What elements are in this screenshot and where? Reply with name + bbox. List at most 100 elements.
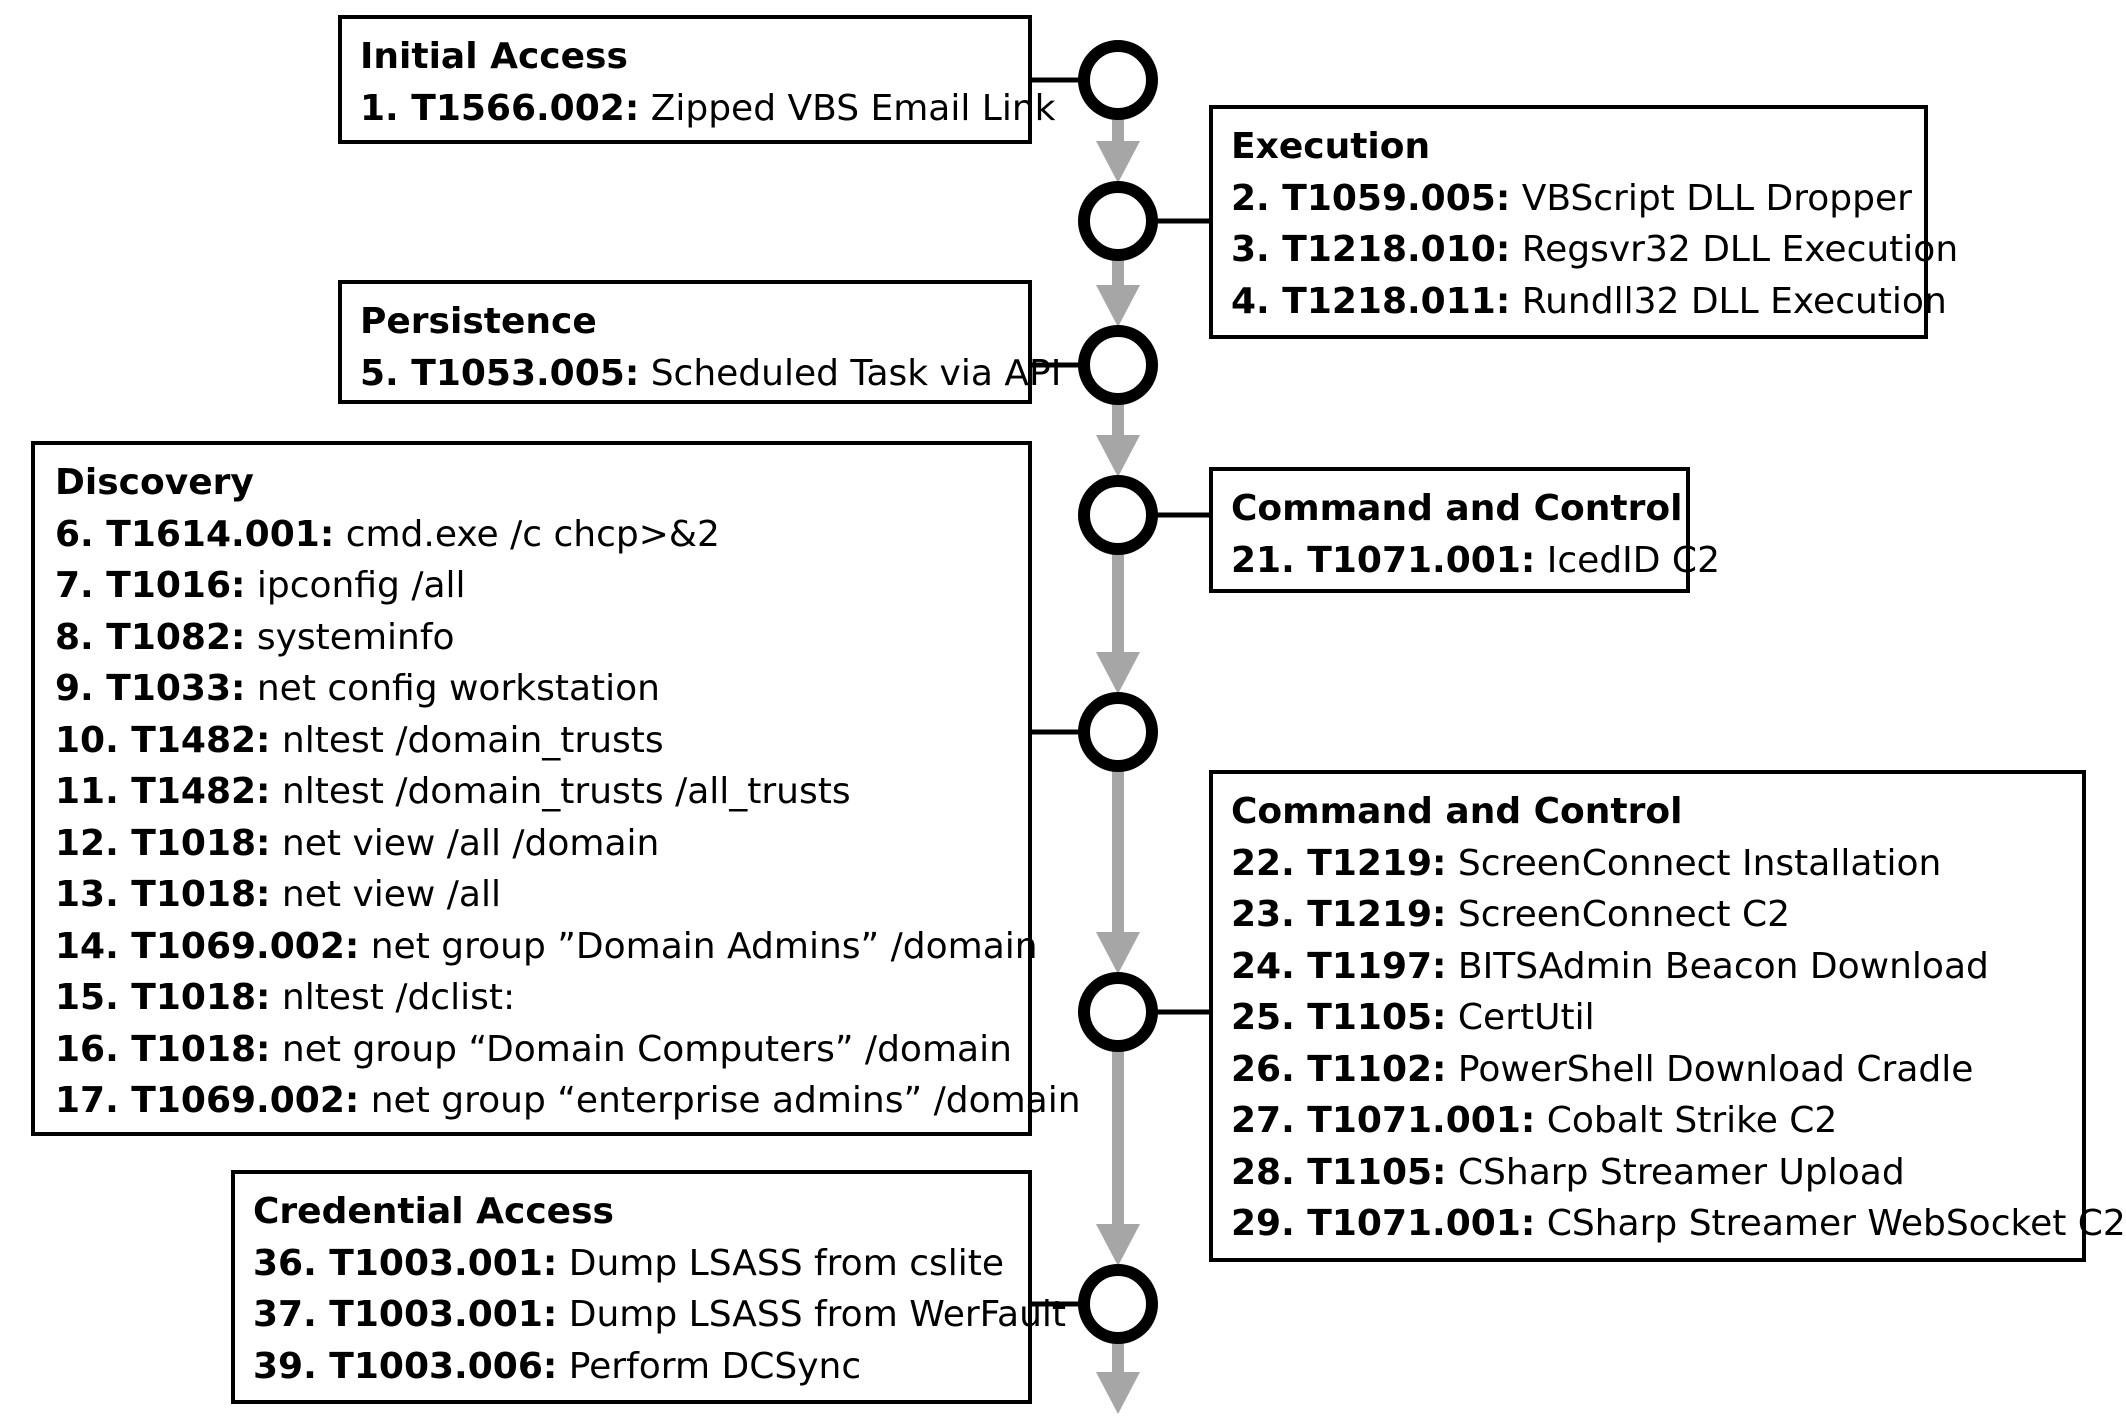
timeline-arrowhead <box>1096 435 1140 477</box>
technique-item: 28. T1105: CSharp Streamer Upload <box>1231 1147 2064 1199</box>
technique-id: 4. T1218.011: <box>1231 280 1511 322</box>
timeline-axis <box>1096 118 1140 1414</box>
technique-id: 16. T1018: <box>55 1028 271 1070</box>
technique-id: 10. T1482: <box>55 719 271 761</box>
technique-id: 5. T1053.005: <box>360 352 640 394</box>
technique-desc: IcedID C2 <box>1546 539 1720 581</box>
technique-item: 24. T1197: BITSAdmin Beacon Download <box>1231 941 2064 993</box>
technique-desc: net group ”Domain Admins” /domain <box>370 925 1038 967</box>
technique-desc: Dump LSASS from cslite <box>568 1242 1005 1284</box>
technique-item: 5. T1053.005: Scheduled Task via API <box>360 348 1061 400</box>
tactic-title: Discovery <box>55 462 254 503</box>
technique-id: 37. T1003.001: <box>253 1294 558 1335</box>
technique-id: 28. T1105: <box>1231 1151 1447 1193</box>
technique-item: 1. T1566.002: Zipped VBS Email Link <box>360 83 1056 135</box>
technique-item: 22. T1219: ScreenConnect Installation <box>1231 838 2064 890</box>
tactic-title: Initial Access <box>360 36 628 77</box>
tactic-title: Credential Access <box>253 1191 614 1232</box>
technique-id: 9. T1033: <box>55 668 246 709</box>
technique-id: 14. T1069.002: <box>55 925 360 967</box>
technique-desc: PowerShell Download Cradle <box>1457 1048 1974 1090</box>
technique-item: 8. T1082: systeminfo <box>55 612 1010 664</box>
technique-item: 36. T1003.001: Dump LSASS from cslite <box>253 1238 1010 1290</box>
technique-item: 29. T1071.001: CSharp Streamer WebSocket… <box>1231 1198 2126 1250</box>
timeline-nodes <box>1078 40 1158 1344</box>
technique-id: 15. T1018: <box>55 977 271 1018</box>
technique-item: 17. T1069.002: net group “enterprise adm… <box>55 1075 1081 1127</box>
technique-desc: Rundll32 DLL Execution <box>1521 280 1947 322</box>
timeline-arrowhead <box>1096 932 1140 974</box>
technique-item: 23. T1219: ScreenConnect C2 <box>1231 889 2064 941</box>
technique-desc: Zipped VBS Email Link <box>650 87 1056 129</box>
technique-item: 3. T1218.010: Regsvr32 DLL Execution <box>1231 224 1958 276</box>
technique-item: 39. T1003.006: Perform DCSync <box>253 1341 1010 1393</box>
technique-desc: CSharp Streamer WebSocket C2 <box>1546 1203 2126 1244</box>
technique-item: 37. T1003.001: Dump LSASS from WerFault <box>253 1289 1066 1341</box>
technique-id: 17. T1069.002: <box>55 1080 360 1121</box>
tactic-box-initial-access: Initial Access 1. T1566.002: Zipped VBS … <box>338 15 1056 144</box>
technique-id: 39. T1003.006: <box>253 1345 558 1387</box>
technique-desc: net group “enterprise admins” /domain <box>370 1080 1081 1121</box>
technique-desc: nltest /dclist: <box>281 977 516 1018</box>
technique-id: 22. T1219: <box>1231 842 1447 884</box>
technique-item: 13. T1018: net view /all <box>55 869 1010 921</box>
technique-desc: Regsvr32 DLL Execution <box>1521 229 1959 270</box>
technique-item: 9. T1033: net config workstation <box>55 663 1010 715</box>
technique-item: 12. T1018: net view /all /domain <box>55 818 1010 870</box>
tactic-box-command-and-control-1: Command and Control 21. T1071.001: IcedI… <box>1209 467 1720 593</box>
technique-desc: net config workstation <box>256 668 660 709</box>
technique-desc: nltest /domain_trusts /all_trusts <box>281 771 851 812</box>
technique-id: 2. T1059.005: <box>1231 177 1511 219</box>
tactic-title: Command and Control <box>1231 488 1683 529</box>
technique-id: 1. T1566.002: <box>360 87 640 129</box>
technique-id: 11. T1482: <box>55 771 271 812</box>
technique-item: 7. T1016: ipconfig /all <box>55 560 1010 612</box>
technique-item: 6. T1614.001: cmd.exe /c chcp>&2 <box>55 509 1010 561</box>
technique-desc: net view /all /domain <box>281 822 660 864</box>
timeline-arrowhead <box>1096 1372 1140 1414</box>
technique-desc: ScreenConnect C2 <box>1457 894 1791 935</box>
timeline-node <box>1078 40 1158 120</box>
tactic-title: Command and Control <box>1231 791 1683 832</box>
tactic-box-persistence: Persistence 5. T1053.005: Scheduled Task… <box>338 280 1061 404</box>
timeline-arrowhead <box>1096 285 1140 327</box>
timeline-arrowhead <box>1096 1224 1140 1266</box>
tactic-title: Execution <box>1231 126 1431 167</box>
technique-item: 16. T1018: net group “Domain Computers” … <box>55 1024 1012 1076</box>
tactic-box-credential-access: Credential Access 36. T1003.001: Dump LS… <box>231 1170 1066 1404</box>
technique-id: 12. T1018: <box>55 822 271 864</box>
technique-item: 10. T1482: nltest /domain_trusts <box>55 715 1010 767</box>
technique-id: 36. T1003.001: <box>253 1242 558 1284</box>
timeline-node <box>1078 972 1158 1052</box>
tactic-box-discovery: Discovery 6. T1614.001: cmd.exe /c chcp>… <box>31 441 1081 1136</box>
technique-id: 8. T1082: <box>55 616 246 658</box>
technique-desc: nltest /domain_trusts <box>281 719 664 761</box>
technique-item: 25. T1105: CertUtil <box>1231 992 2064 1044</box>
timeline-node <box>1078 1264 1158 1344</box>
connector-lines <box>1032 77 1209 1307</box>
technique-item: 26. T1102: PowerShell Download Cradle <box>1231 1044 2064 1096</box>
technique-item: 14. T1069.002: net group ”Domain Admins”… <box>55 921 1038 973</box>
technique-desc: BITSAdmin Beacon Download <box>1457 945 1989 987</box>
technique-id: 25. T1105: <box>1231 997 1447 1038</box>
technique-desc: Scheduled Task via API <box>650 352 1062 394</box>
timeline-arrowhead <box>1096 141 1140 183</box>
technique-desc: Cobalt Strike C2 <box>1546 1100 1838 1141</box>
technique-item: 15. T1018: nltest /dclist: <box>55 972 1010 1024</box>
technique-id: 7. T1016: <box>55 565 246 606</box>
tactic-box-command-and-control-2: Command and Control 22. T1219: ScreenCon… <box>1209 770 2126 1262</box>
timeline-node <box>1078 325 1158 405</box>
technique-item: 27. T1071.001: Cobalt Strike C2 <box>1231 1095 2064 1147</box>
technique-id: 13. T1018: <box>55 874 271 915</box>
tactic-title: Persistence <box>360 301 597 342</box>
technique-id: 6. T1614.001: <box>55 513 335 555</box>
technique-desc: Dump LSASS from WerFault <box>568 1294 1067 1335</box>
technique-desc: Perform DCSync <box>568 1345 862 1387</box>
technique-desc: systeminfo <box>256 616 455 658</box>
technique-desc: net view /all <box>281 874 501 915</box>
timeline-node <box>1078 181 1158 261</box>
timeline-node <box>1078 475 1158 555</box>
technique-id: 24. T1197: <box>1231 945 1447 987</box>
technique-id: 3. T1218.010: <box>1231 229 1511 270</box>
